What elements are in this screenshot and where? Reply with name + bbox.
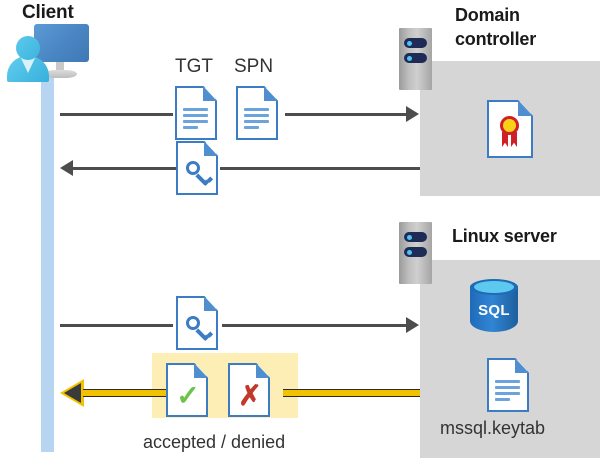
rack-led-icon [407,234,412,240]
message-3-line-left [60,324,173,327]
message-4-arrowhead-inner [64,383,81,403]
service-ticket-document-icon [176,296,218,350]
message-1-line-right [285,113,407,116]
message-3-line-right [222,324,407,327]
session-key-document-icon [176,141,218,195]
sql-label: SQL [478,302,510,319]
client-user-computer-icon [6,24,96,84]
key-icon [184,159,213,187]
rack-pill [404,53,427,63]
document-text-line [244,120,269,123]
domain-controller-rack-icon [399,28,432,90]
rack-led-icon [407,249,412,255]
tgt-caption: TGT [175,56,213,77]
ribbon-right [511,132,517,147]
document-text-line [495,392,520,395]
key-icon [184,314,213,342]
document-text-line [244,114,269,117]
message-4-line-right [283,389,420,397]
client-lifeline [41,72,54,452]
keytab-document-icon [487,358,529,412]
rack-pill [404,38,427,48]
key-tooth [206,331,213,338]
message-2-line-left [72,167,176,170]
keytab-filename-label: mssql.keytab [440,418,546,438]
document-text-line [495,380,520,383]
document-page [175,86,217,140]
message-1-line-left [60,113,173,116]
document-text-line [495,386,520,389]
message-4-line-left [83,389,167,397]
spn-caption: SPN [234,56,274,77]
message-1-arrowhead [406,106,419,122]
monitor-screen [34,24,89,62]
linux-server-title: Linux server [452,226,557,246]
rack-led-icon [407,40,412,46]
monitor-neck [56,62,64,72]
monitor-base [44,70,77,78]
message-3-arrowhead [406,317,419,333]
rack-led-icon [407,55,412,61]
linux-server-rack-icon [399,222,432,284]
cylinder-top-inner [474,281,514,293]
key-ring [186,161,200,175]
message-2-line-right [220,167,420,170]
key-tooth [206,176,213,183]
document-text-line [495,398,510,401]
domain-controller-title: Domain controller [455,4,595,52]
document-text-line [183,114,208,117]
verdict-label: accepted / denied [143,432,286,452]
message-2-arrowhead [60,160,73,176]
key-ring [186,316,200,330]
document-page [236,86,278,140]
denied-document-icon: ✗ [228,363,270,417]
spn-document-icon [236,86,278,140]
user-head [16,36,40,60]
document-text-line [244,108,269,111]
sql-database-icon: SQL [468,278,520,340]
client-title: Client [22,2,74,23]
cross-icon: ✗ [238,380,262,411]
ribbon-left [502,132,508,147]
document-text-line [183,108,208,111]
domain-controller-title-line2: controller [455,28,537,49]
document-page [487,358,529,412]
certificate-document-icon [487,100,533,158]
document-text-line [183,126,198,129]
document-text-line [244,126,259,129]
rosette-seal-icon [500,116,519,135]
tgt-document-icon [175,86,217,140]
document-text-line [183,120,208,123]
rack-pill [404,247,427,257]
domain-controller-title-line1: Domain [455,5,520,25]
document-page [166,363,208,417]
check-icon: ✓ [176,380,200,411]
rack-pill [404,232,427,242]
accepted-document-icon: ✓ [166,363,208,417]
